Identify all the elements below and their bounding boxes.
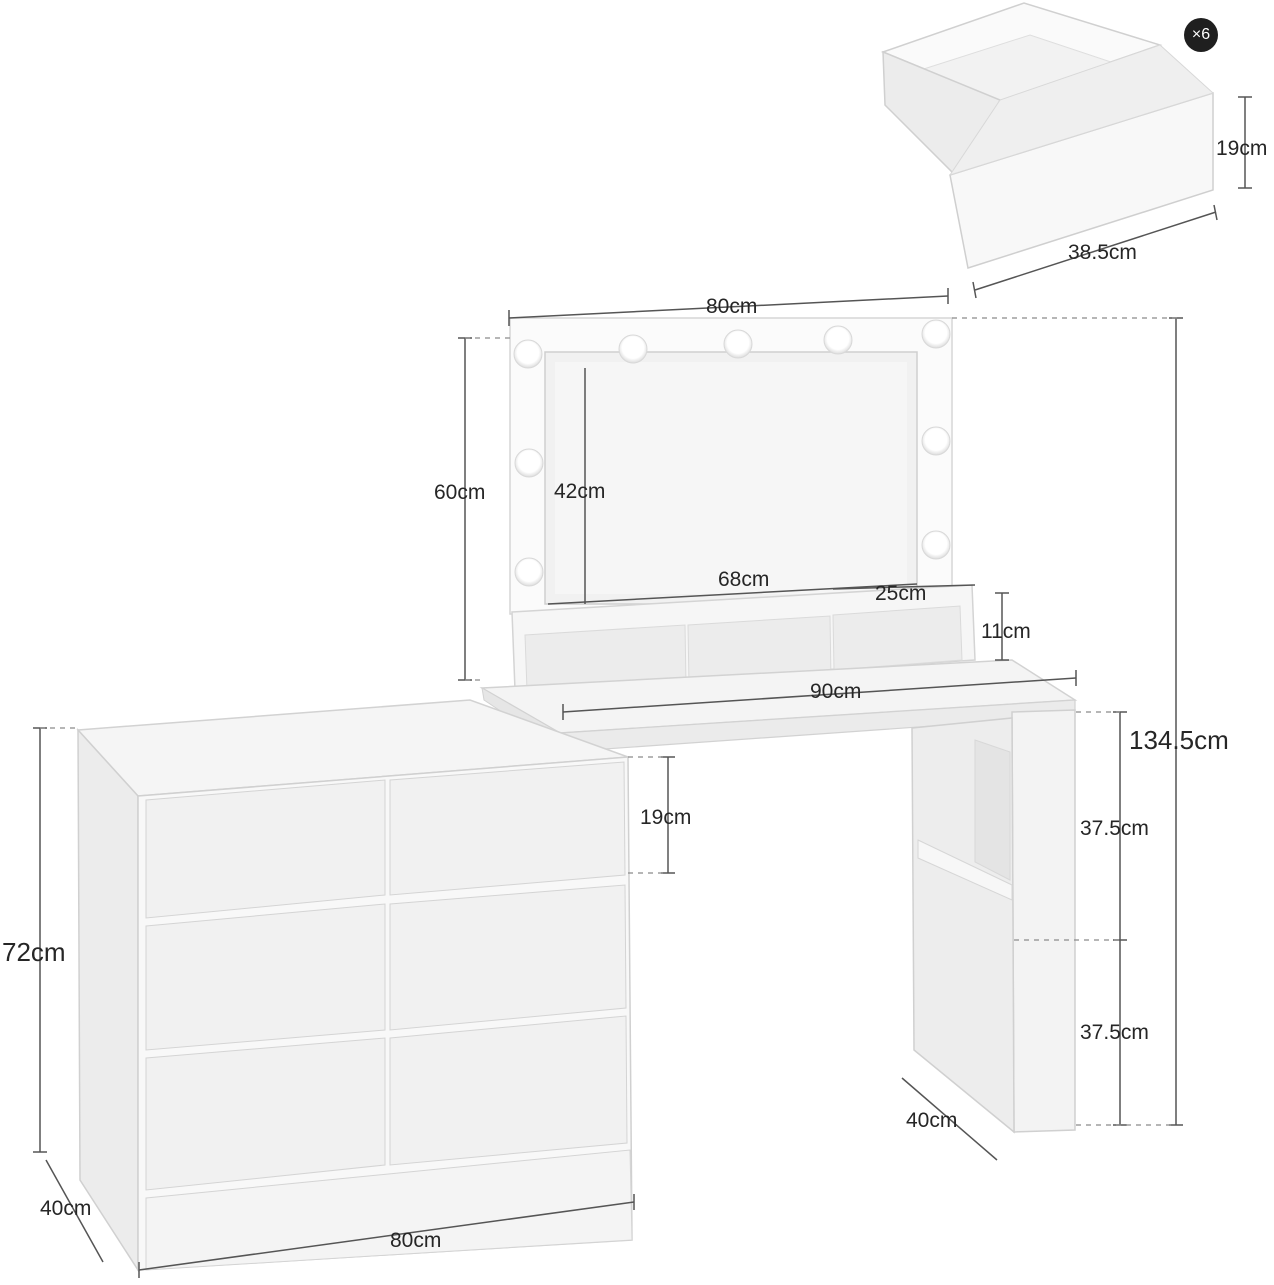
- dresser-drawer-height-label: 19cm: [640, 806, 692, 829]
- dresser-depth-label: 40cm: [40, 1197, 92, 1220]
- leg-upper-label: 37.5cm: [1080, 817, 1149, 840]
- shelf-width-label: 25cm: [875, 582, 927, 605]
- shelf-unit-illustration: [511, 584, 976, 691]
- desk-width-label: 90cm: [810, 680, 862, 703]
- glass-width-label: 68cm: [718, 568, 770, 591]
- dimension-lines: [33, 96, 1252, 1278]
- quantity-badge: ×6: [1184, 18, 1218, 52]
- drawer-width-label: 38.5cm: [1068, 241, 1137, 264]
- leg-lower-label: 37.5cm: [1080, 1021, 1149, 1044]
- mirror-width-label: 80cm: [706, 295, 758, 318]
- dresser-width-label: 80cm: [390, 1229, 442, 1252]
- desk-depth-label: 40cm: [906, 1109, 958, 1132]
- dresser-height-label: 72cm: [2, 937, 66, 967]
- mirror-height-label: 60cm: [434, 481, 486, 504]
- shelf-height-label: 11cm: [981, 620, 1031, 643]
- dashed-guides: [40, 317, 1180, 1126]
- drawer-height-label: 19cm: [1216, 137, 1268, 160]
- glass-height-label: 42cm: [554, 480, 606, 503]
- mirror-illustration: [509, 317, 953, 615]
- mirror-bulbs: [513, 319, 951, 587]
- drawer-illustration: [880, 2, 1214, 269]
- desk-illustration: [479, 659, 1078, 1134]
- dresser-illustration: [76, 699, 633, 1273]
- total-height-label: 134.5cm: [1129, 725, 1229, 755]
